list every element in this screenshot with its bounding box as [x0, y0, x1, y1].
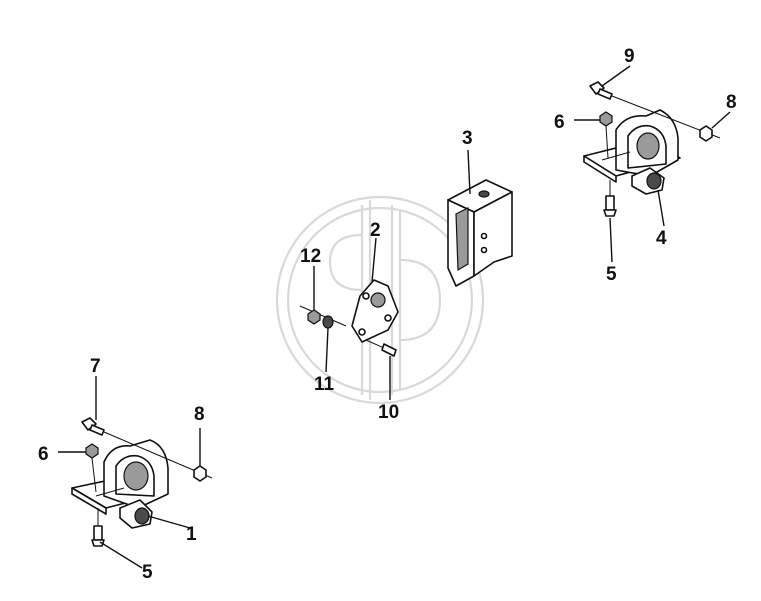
callout-12: 12 — [300, 246, 321, 267]
callout-2: 2 — [370, 220, 381, 241]
bolt-5-left — [91, 508, 105, 547]
callout-9: 9 — [624, 46, 635, 67]
washer-11 — [322, 315, 334, 329]
nut-8-right — [699, 125, 713, 142]
callout-8-left: 8 — [194, 404, 205, 425]
callout-6-left: 6 — [38, 444, 49, 465]
leader-lines — [58, 65, 731, 569]
callout-4: 4 — [656, 228, 667, 249]
bracket-3 — [447, 179, 513, 287]
callout-7: 7 — [90, 356, 101, 377]
nut-6-left — [85, 443, 99, 493]
nut-6-right — [599, 111, 613, 159]
callout-3: 3 — [462, 128, 473, 149]
engine-mount-right — [583, 109, 681, 195]
engine-mount-left — [71, 439, 169, 529]
callout-6-right: 6 — [554, 112, 565, 133]
nut-12 — [299, 305, 347, 327]
callout-5-right: 5 — [606, 264, 617, 285]
bolt-10 — [365, 339, 397, 357]
callout-11: 11 — [314, 374, 335, 395]
callout-1: 1 — [186, 524, 197, 545]
callout-8-right: 8 — [726, 92, 737, 113]
callout-numbers: 1 2 3 4 5 5 6 6 7 8 8 9 10 11 12 — [38, 46, 737, 583]
bolt-5-right — [603, 180, 617, 217]
callout-5-left: 5 — [142, 562, 153, 583]
callout-10: 10 — [378, 402, 399, 423]
nut-8-left — [193, 465, 207, 482]
